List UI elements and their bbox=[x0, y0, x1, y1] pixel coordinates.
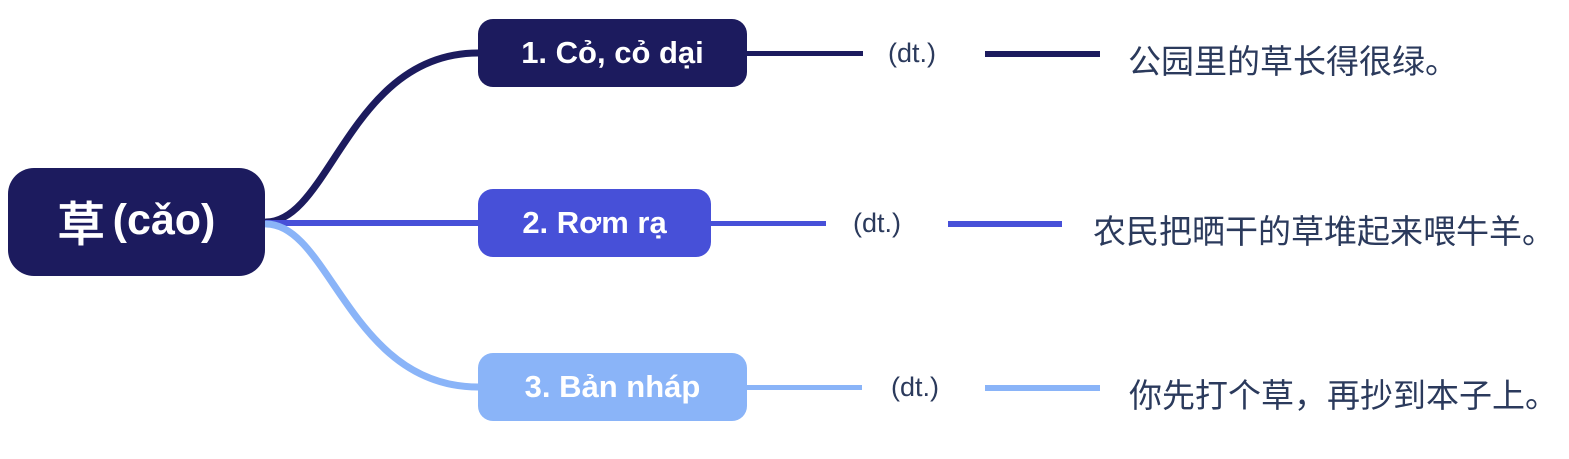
branch-1-dash-left bbox=[747, 51, 863, 56]
branch-node-2-label: 2. Rơm rạ bbox=[522, 205, 667, 240]
branch-node-1-label: 1. Cỏ, cỏ dại bbox=[521, 35, 704, 70]
edge-root-to-branch-3 bbox=[262, 220, 482, 391]
branch-3-dash-left bbox=[747, 385, 862, 390]
branch-2-dash-right bbox=[948, 221, 1062, 227]
branch-node-3[interactable]: 3. Bản nháp bbox=[478, 353, 747, 421]
branch-node-1[interactable]: 1. Cỏ, cỏ dại bbox=[478, 19, 747, 87]
branch-3-example: 你先打个草，再抄到本子上。 bbox=[1129, 377, 1558, 414]
branch-3-dash-right bbox=[985, 385, 1100, 391]
branch-3-pos-label: (dt.) bbox=[891, 372, 940, 402]
branch-2-pos-label: (dt.) bbox=[853, 208, 902, 238]
branch-1-dash-right bbox=[985, 51, 1100, 57]
branch-node-2[interactable]: 2. Rơm rạ bbox=[478, 189, 711, 257]
branch-node-3-label: 3. Bản nháp bbox=[524, 369, 701, 404]
edge-root-to-branch-1 bbox=[262, 49, 482, 226]
root-node-hanzi: 草 bbox=[57, 198, 105, 251]
branch-1-example: 公园里的草长得很绿。 bbox=[1128, 43, 1458, 80]
root-node[interactable]: 草 (cǎo) bbox=[8, 168, 265, 276]
branch-2-example: 农民把晒干的草堆起来喂牛羊。 bbox=[1093, 213, 1555, 250]
branch-1-pos-label: (dt.) bbox=[888, 38, 937, 68]
root-node-pinyin: (cǎo) bbox=[112, 196, 216, 244]
branch-2-dash-left bbox=[711, 221, 826, 226]
